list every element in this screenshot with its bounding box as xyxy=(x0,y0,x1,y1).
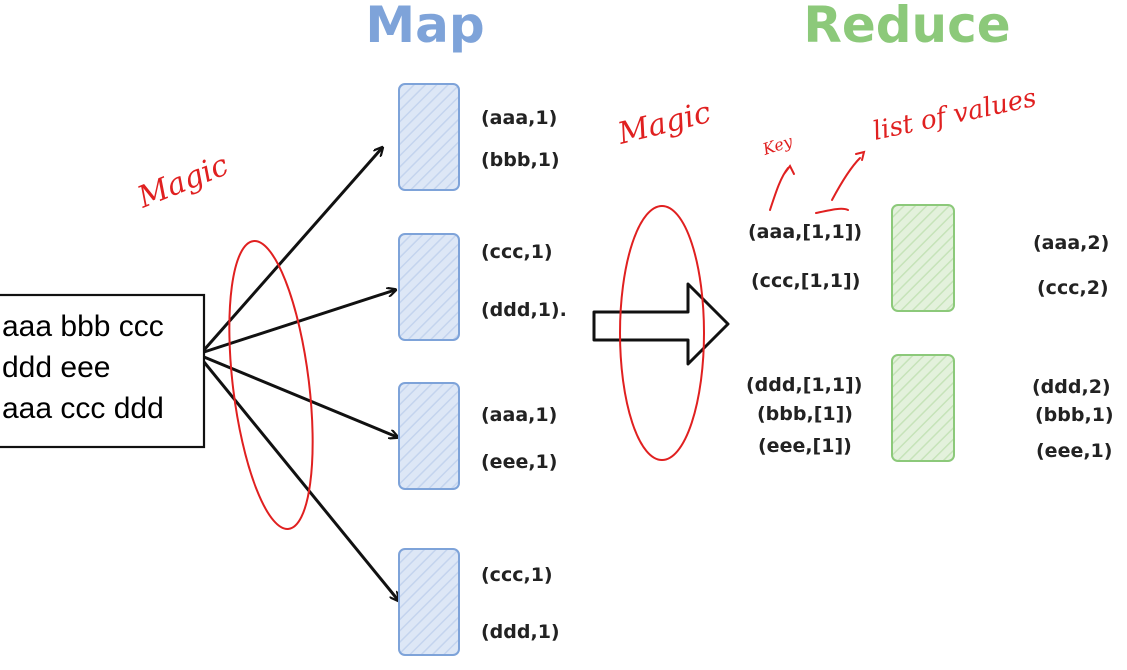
map-output: (ccc,1) xyxy=(481,564,553,586)
split-arrows xyxy=(202,148,398,600)
mapper-box xyxy=(398,233,460,341)
shuffle-arrow xyxy=(592,282,730,366)
shuffle-group-item: (eee,[1]) xyxy=(758,435,852,457)
shuffle-group-item: (ddd,[1,1]) xyxy=(746,374,862,396)
annotations xyxy=(228,150,866,530)
shuffle-group-item: (aaa,[1,1]) xyxy=(748,221,862,243)
input-line: aaa bbb ccc xyxy=(2,310,164,343)
list-of-values-annotation: list of values xyxy=(870,83,1039,147)
reducer-boxes xyxy=(891,204,955,462)
magic-ellipse-right xyxy=(619,205,705,461)
input-line: aaa ccc ddd xyxy=(2,392,164,425)
split-arrow xyxy=(202,361,398,600)
reduce-outputs: (aaa,2) (ccc,2) (ddd,2) (bbb,1) (eee,1) xyxy=(1032,232,1114,462)
magic-ellipse-left xyxy=(228,240,314,530)
magic-annotation-left: Magic xyxy=(132,148,234,216)
mapper-box xyxy=(398,548,460,656)
map-output: (bbb,1) xyxy=(481,149,560,171)
list-pointer xyxy=(815,150,866,214)
split-arrow xyxy=(202,148,382,351)
map-output: (ddd,1) xyxy=(481,621,560,643)
map-output: (aaa,1) xyxy=(481,107,557,129)
input-box: aaa bbb ccc ddd eee aaa ccc ddd xyxy=(0,293,206,449)
mapper-box xyxy=(398,382,460,490)
reduce-header: Reduce xyxy=(803,0,1010,54)
map-output: (eee,1) xyxy=(481,451,557,473)
mapper-box xyxy=(398,83,460,191)
reduce-output: (ddd,2) xyxy=(1032,376,1111,398)
key-pointer xyxy=(769,164,795,211)
map-output: (ccc,1) xyxy=(481,241,553,263)
reduce-output: (bbb,1) xyxy=(1035,404,1114,426)
mapper-boxes xyxy=(398,83,460,656)
map-output: (ddd,1). xyxy=(481,299,567,321)
magic-annotation-right: Magic xyxy=(613,95,714,152)
reducer-box xyxy=(891,204,955,312)
map-output: (aaa,1) xyxy=(481,404,557,426)
key-annotation: Key xyxy=(759,131,795,159)
split-arrow xyxy=(203,290,395,354)
reducer-box xyxy=(891,354,955,462)
reduce-output: (aaa,2) xyxy=(1033,232,1109,254)
shuffle-group-item: (bbb,[1]) xyxy=(757,403,853,425)
shuffle-group-item: (ccc,[1,1]) xyxy=(751,270,860,292)
map-header: Map xyxy=(365,0,484,54)
map-outputs: (aaa,1) (bbb,1) (ccc,1) (ddd,1). (aaa,1)… xyxy=(481,107,567,643)
reduce-output: (ccc,2) xyxy=(1037,277,1109,299)
split-arrow xyxy=(203,355,397,437)
shuffle-groups: (aaa,[1,1]) (ccc,[1,1]) (ddd,[1,1]) (bbb… xyxy=(746,221,862,457)
reduce-output: (eee,1) xyxy=(1036,440,1112,462)
input-line: ddd eee xyxy=(2,351,110,384)
